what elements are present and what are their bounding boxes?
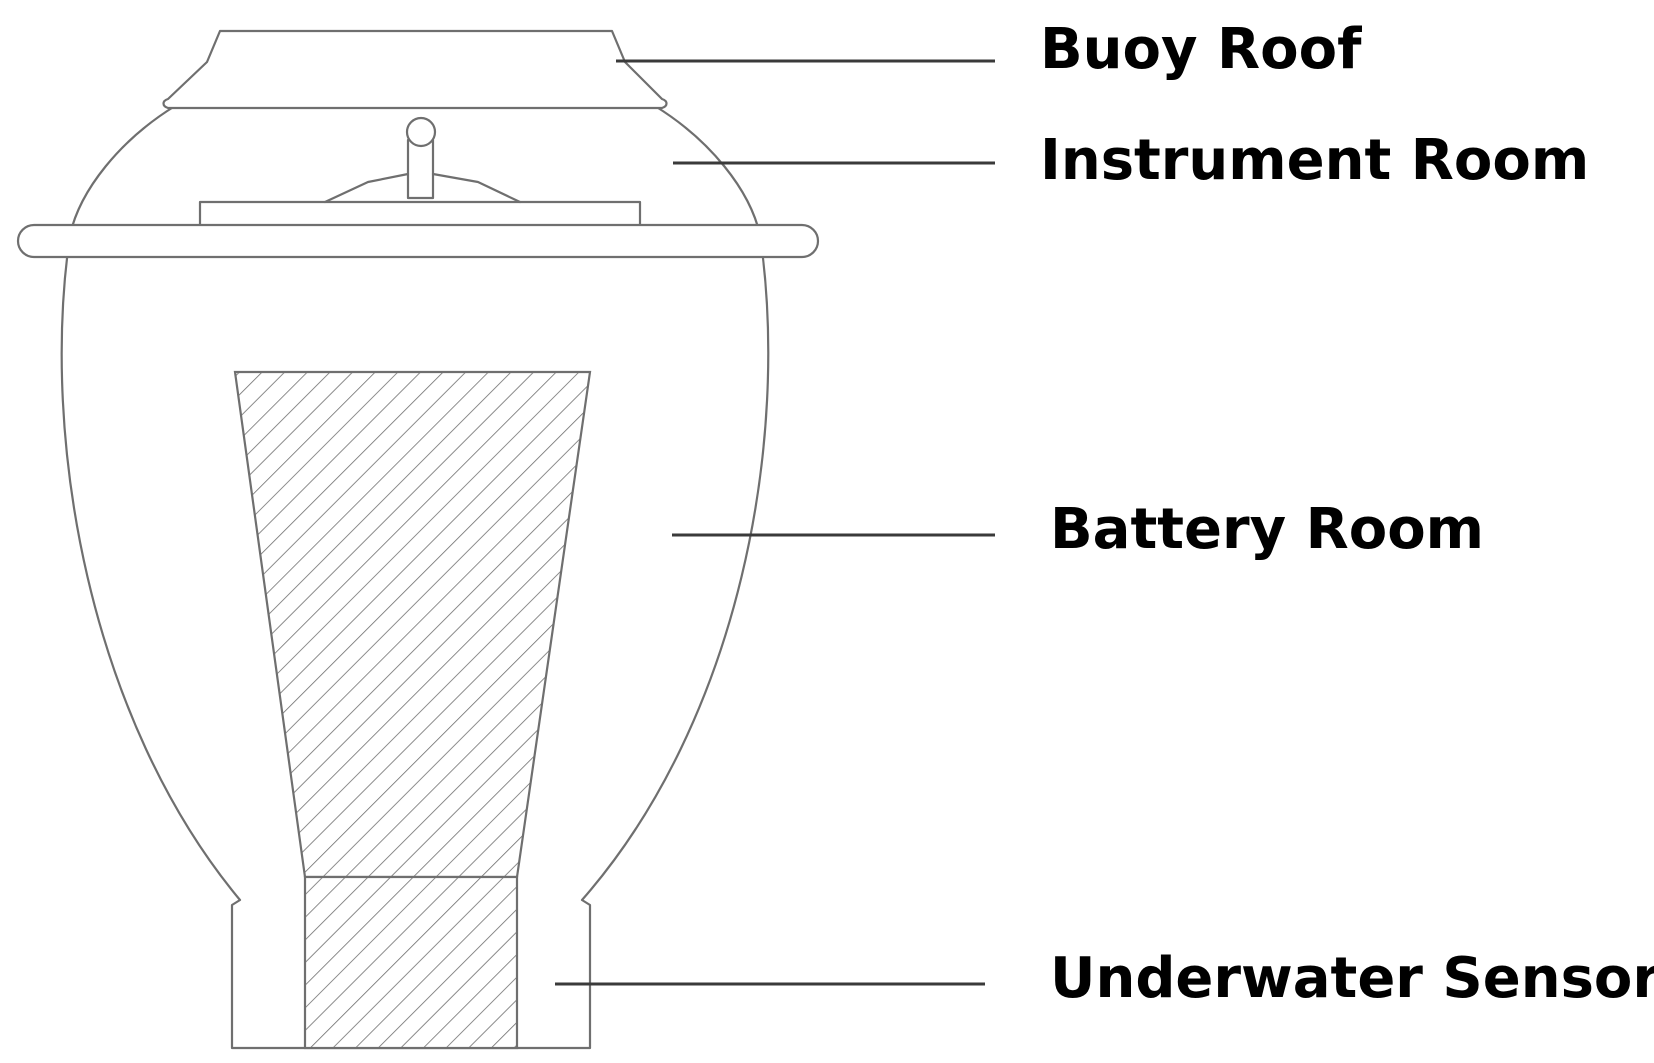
- deck-ring: [16, 223, 820, 259]
- antenna-brace-left: [323, 172, 410, 204]
- antenna-mast: [406, 138, 435, 200]
- label-buoy-roof: Buoy Roof: [1040, 17, 1362, 82]
- label-battery-room: Battery Room: [1050, 497, 1485, 562]
- label-underwater-sensor: Underwater Sensor: [1050, 946, 1654, 1011]
- underwater-sensor: [303, 875, 519, 1050]
- buoy-roof: [162, 29, 668, 110]
- label-instrument-room: Instrument Room: [1040, 128, 1590, 193]
- antenna-top: [405, 116, 437, 148]
- antenna-brace-right: [431, 172, 522, 204]
- instrument-plate: [198, 200, 642, 229]
